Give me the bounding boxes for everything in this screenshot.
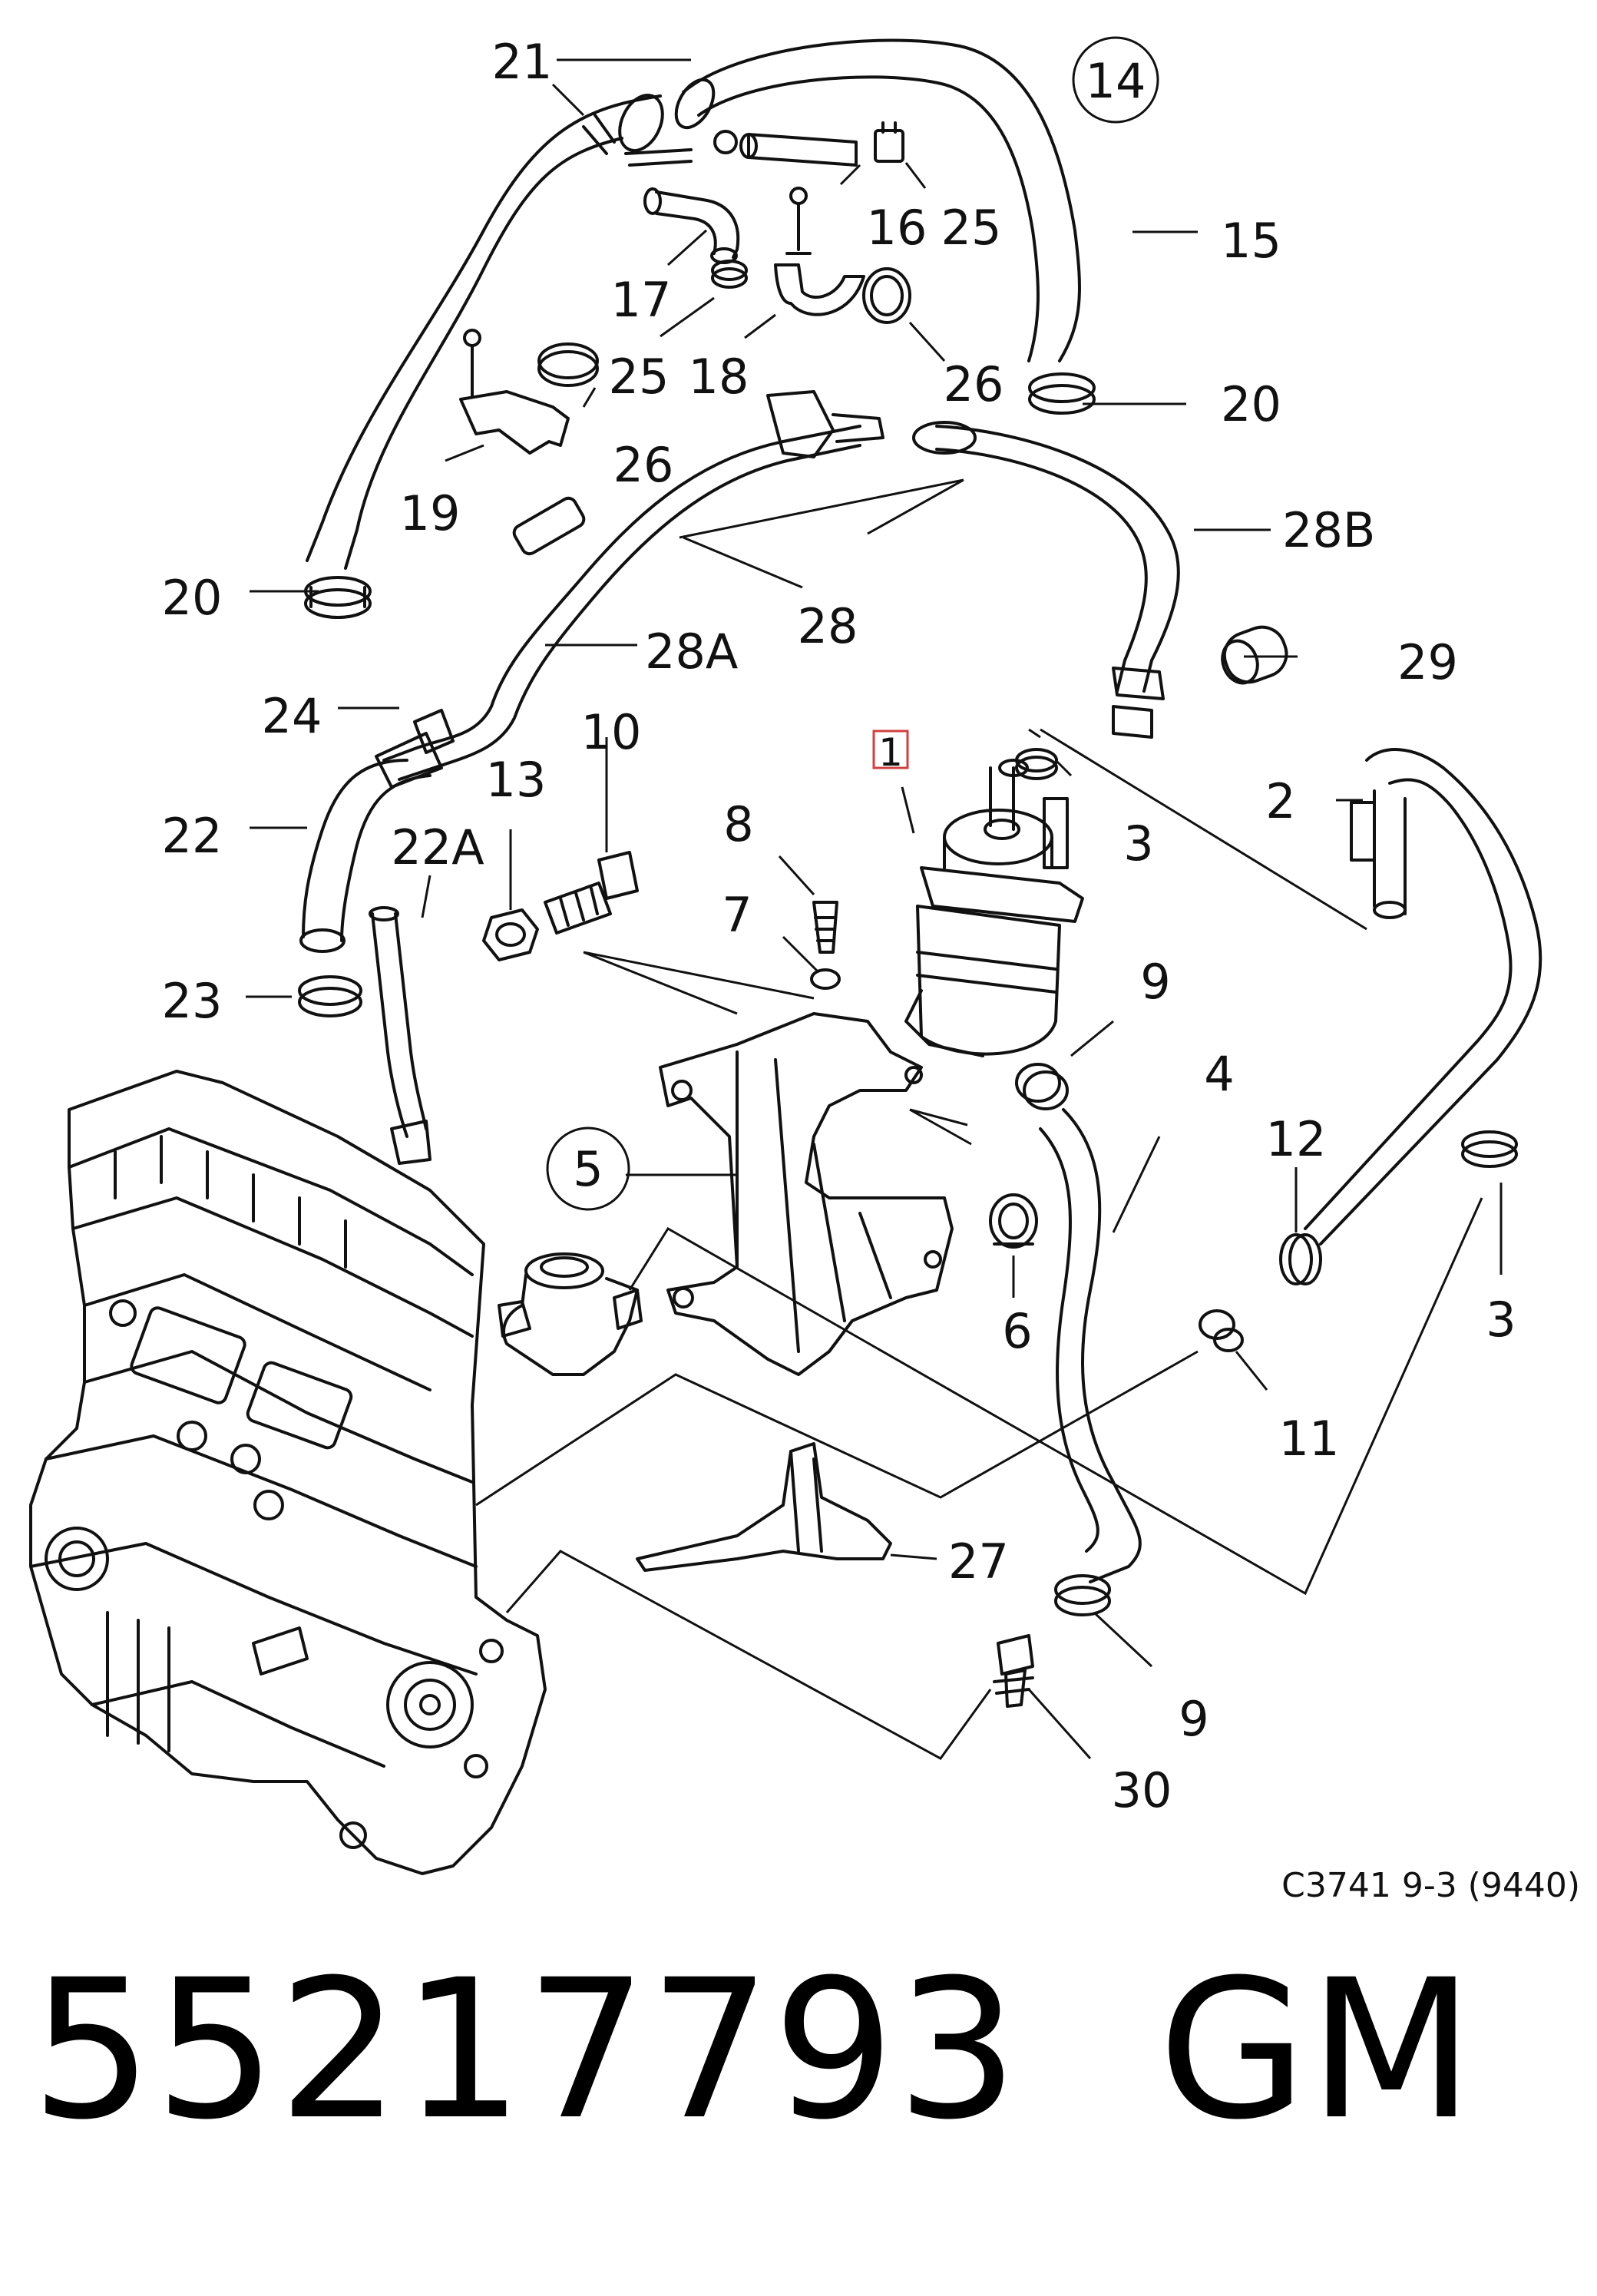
callout-26: 26 — [944, 356, 1004, 412]
callout-27: 27 — [948, 1533, 1009, 1590]
callout-21: 21 — [492, 34, 553, 90]
washer-7 — [810, 968, 841, 990]
brand-name: GM — [1158, 1938, 1476, 2162]
callout-26: 26 — [613, 437, 674, 493]
clamp-9b — [1054, 1574, 1111, 1616]
pipe-28 — [382, 390, 884, 781]
nut-13 — [482, 908, 539, 961]
connector-30 — [993, 1634, 1034, 1708]
engine-block — [29, 1070, 547, 1875]
clamp-12 — [1279, 1233, 1322, 1285]
callout-24: 24 — [262, 688, 322, 744]
part-29 — [1221, 625, 1288, 685]
clip-25b — [711, 260, 748, 289]
clamp-20b — [1028, 372, 1096, 415]
callout-1: 1 — [878, 730, 903, 775]
callout-28B: 28B — [1282, 502, 1375, 558]
callout-28A: 28A — [645, 624, 738, 680]
clip-6 — [989, 1193, 1038, 1249]
connector-11 — [1199, 1309, 1244, 1352]
heater-1 — [904, 759, 1084, 1057]
callout-18: 18 — [689, 349, 749, 405]
clamp-20a — [304, 576, 372, 619]
hose-21 — [306, 93, 664, 570]
callout-10: 10 — [581, 704, 642, 760]
callout-6: 6 — [1002, 1303, 1032, 1359]
clamp-23 — [298, 975, 362, 1017]
callout-9: 9 — [1140, 954, 1170, 1010]
callout-25: 25 — [609, 349, 670, 405]
callout-8: 8 — [723, 796, 753, 852]
callout-22: 22 — [162, 808, 223, 864]
hose-22A — [369, 906, 431, 1165]
bolt-10 — [544, 851, 639, 935]
clamp-26b — [537, 342, 599, 387]
callout-9: 9 — [1179, 1691, 1208, 1747]
fitting-16 — [624, 130, 858, 167]
clamp-3b — [1461, 1130, 1518, 1168]
pipe-28B — [912, 421, 1180, 739]
elbow-17 — [643, 187, 740, 264]
callout-3: 3 — [1486, 1292, 1516, 1348]
callout-4: 4 — [1204, 1046, 1234, 1102]
hose-4 — [1039, 1108, 1142, 1583]
reference-code: C3741 9-3 (9440) — [1281, 1866, 1580, 1905]
callout-22A: 22A — [391, 819, 484, 875]
callout-7: 7 — [722, 887, 752, 943]
parts-diagram: 21 14 16 25 15 17 25 18 26 20 26 19 28B … — [29, 34, 1580, 1905]
callout-16: 16 — [867, 200, 927, 256]
circle-5 — [546, 1126, 630, 1211]
bracket-27 — [636, 1442, 892, 1572]
part-number-line: 55217793 GM — [31, 1935, 1476, 2165]
clamp-9a — [1015, 1063, 1069, 1110]
clamp-3a — [1015, 748, 1058, 780]
highlight-box-1 — [872, 729, 909, 769]
hose-15 — [674, 38, 1081, 362]
callout-19: 19 — [400, 485, 461, 541]
callout-17: 17 — [611, 272, 672, 328]
screw-8 — [812, 901, 838, 954]
clamp-26a — [862, 267, 911, 324]
callout-13: 13 — [486, 752, 547, 808]
leader-lines — [246, 58, 1503, 1760]
thermostat-housing — [498, 1252, 643, 1376]
bracket-5 — [659, 1012, 954, 1376]
callout-12: 12 — [1266, 1111, 1327, 1167]
callout-5: 5 — [573, 1141, 603, 1197]
callout-3: 3 — [1123, 816, 1153, 872]
callout-28: 28 — [798, 598, 858, 654]
callout-2: 2 — [1265, 773, 1295, 829]
callout-15: 15 — [1221, 213, 1281, 269]
callout-labels: 21 14 16 25 15 17 25 18 26 20 26 19 28B … — [162, 34, 1516, 1818]
callout-20: 20 — [162, 570, 223, 626]
pipe-2 — [1304, 748, 1542, 1246]
callout-20: 20 — [1221, 376, 1281, 432]
callout-29: 29 — [1397, 634, 1458, 690]
bracket-19 — [459, 329, 570, 455]
valve-25 — [874, 121, 904, 163]
callout-30: 30 — [1112, 1762, 1172, 1818]
hose-22 — [299, 709, 455, 953]
part-number: 55217793 — [31, 1938, 1020, 2162]
callout-14: 14 — [1086, 53, 1146, 109]
callout-25: 25 — [941, 200, 1002, 256]
circle-14 — [1072, 36, 1159, 124]
callout-23: 23 — [162, 973, 223, 1029]
bracket-18 — [774, 187, 865, 316]
callout-11: 11 — [1279, 1411, 1340, 1467]
